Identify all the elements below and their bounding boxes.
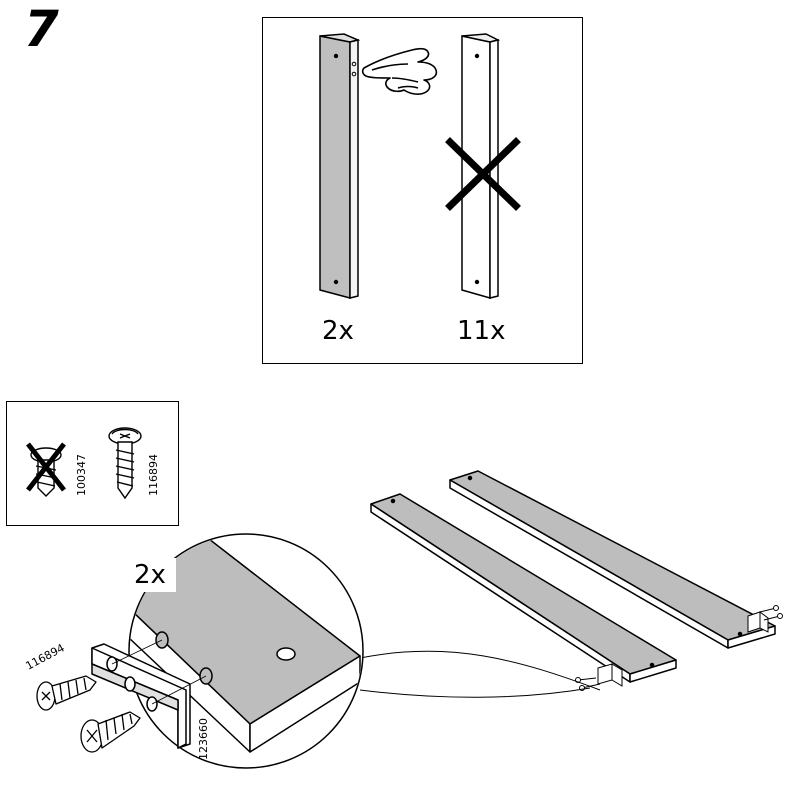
small-bracket-front	[576, 664, 623, 691]
detail-quantity: 2x	[134, 562, 166, 588]
detail-bracket-part-number: 123660	[198, 718, 209, 760]
small-bracket-back	[748, 606, 783, 633]
screw-upper	[37, 676, 96, 710]
screw-lower	[81, 712, 140, 752]
